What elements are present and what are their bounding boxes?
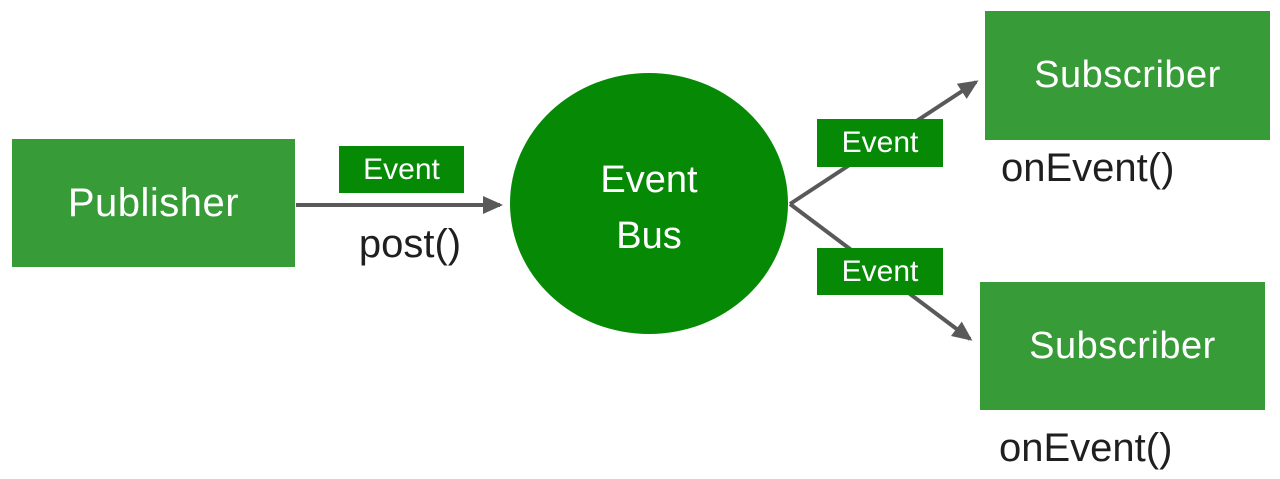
event-badge-label: Event — [841, 254, 919, 288]
subscriber2-onevent-label: onEvent() — [999, 426, 1173, 470]
event-badge-publisher: Event — [339, 146, 464, 193]
event-badge-label: Event — [363, 152, 440, 186]
event-badge-label: Event — [841, 126, 919, 159]
event-badge-subscriber1: Event — [817, 119, 943, 167]
publisher-label: Publisher — [67, 180, 240, 225]
event-bus-node: Event Bus — [510, 73, 788, 334]
subscriber2-label: Subscriber — [1029, 324, 1216, 367]
event-bus-label-line2: Bus — [616, 214, 682, 257]
subscriber2-node: Subscriber — [980, 282, 1265, 410]
subscriber1-label: Subscriber — [1034, 54, 1221, 96]
post-method-label: post() — [358, 222, 462, 266]
event-bus-label-line1: Event — [600, 159, 698, 202]
event-badge-subscriber2: Event — [817, 248, 943, 295]
subscriber1-onevent-label: onEvent() — [1001, 146, 1175, 190]
publisher-node: Publisher — [12, 139, 295, 267]
subscriber1-node: Subscriber — [985, 11, 1270, 140]
